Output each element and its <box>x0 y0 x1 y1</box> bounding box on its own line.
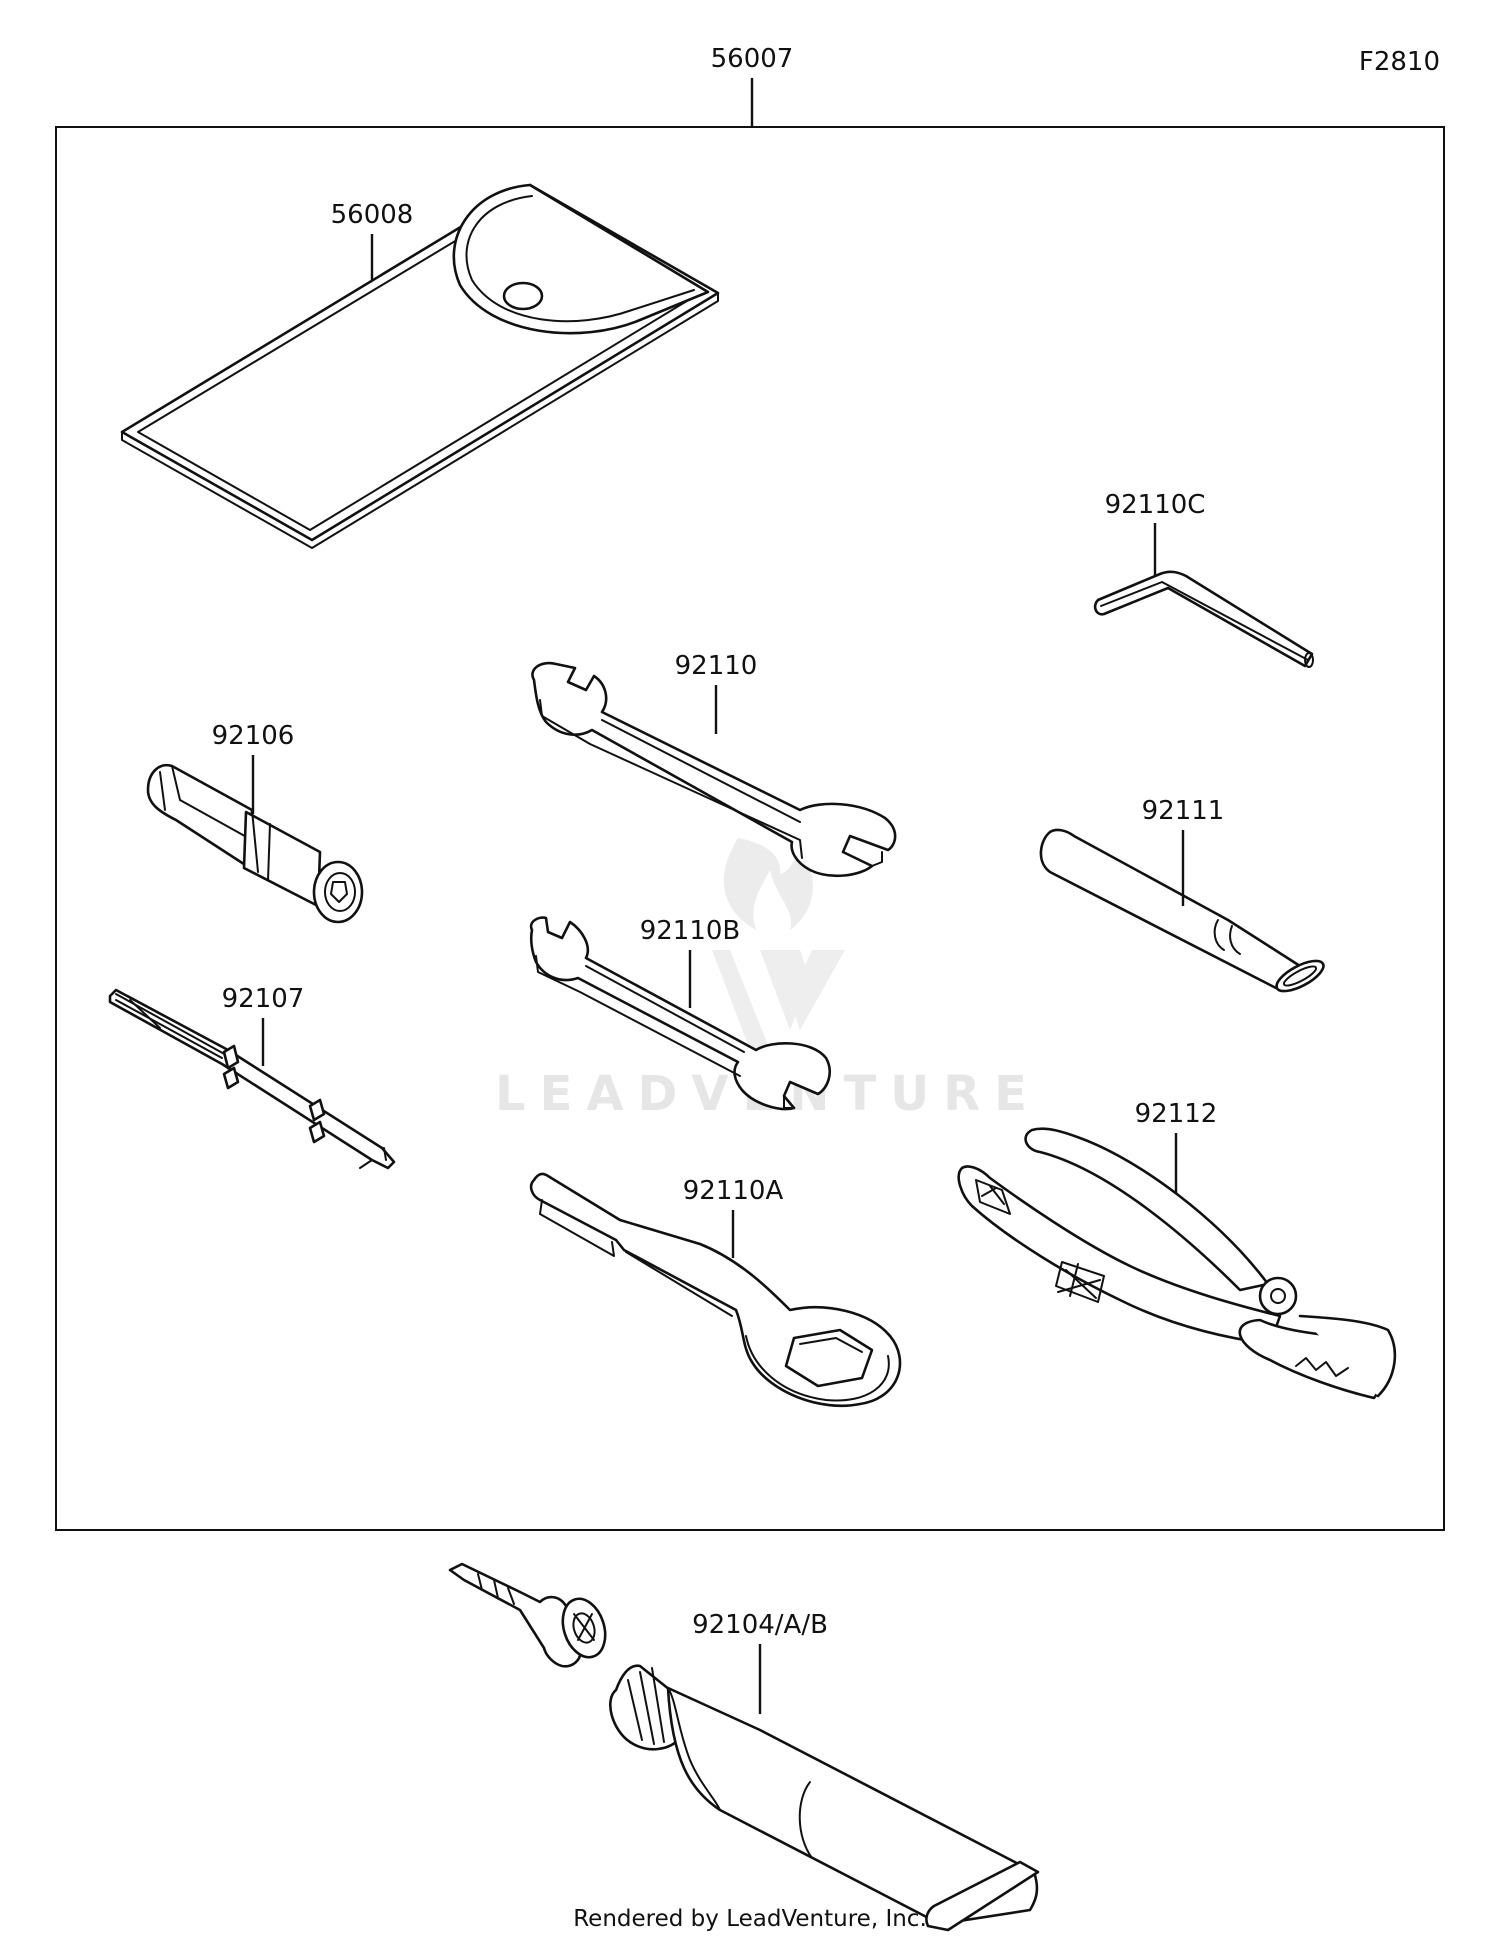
part-label-socket-driver: 92106 <box>212 721 295 751</box>
part-label-hex-key: 92110C <box>1105 490 1206 520</box>
part-label-pouch: 56008 <box>331 200 414 230</box>
part-label-wrench-large: 92110 <box>675 651 758 681</box>
open-end-wrench-large-icon <box>531 661 897 878</box>
part-label-box-wrench: 92110A <box>683 1176 784 1206</box>
open-end-wrench-small-icon <box>529 916 831 1111</box>
part-label-pliers: 92112 <box>1135 1099 1218 1129</box>
part-label-screwdriver: 92107 <box>222 984 305 1014</box>
hex-key-icon <box>1093 570 1314 668</box>
socket-driver-icon <box>146 763 364 924</box>
pliers-icon <box>957 1127 1397 1400</box>
kit-label: 56007 <box>711 44 794 74</box>
box-end-wrench-icon <box>529 1172 902 1408</box>
part-label-extension-bar: 92111 <box>1142 796 1225 826</box>
tool-pouch-icon <box>120 183 720 549</box>
part-label-grease-tube: 92104/A/B <box>692 1610 828 1640</box>
grease-tube-icon <box>448 1562 1040 1932</box>
screwdriver-bit-icon <box>108 988 396 1170</box>
kit-frame <box>55 126 1445 1531</box>
figure-code: F2810 <box>1359 47 1440 77</box>
part-label-wrench-small: 92110B <box>640 916 741 946</box>
footer-credit: Rendered by LeadVenture, Inc. <box>573 1906 927 1932</box>
extension-bar-icon <box>1039 828 1325 993</box>
